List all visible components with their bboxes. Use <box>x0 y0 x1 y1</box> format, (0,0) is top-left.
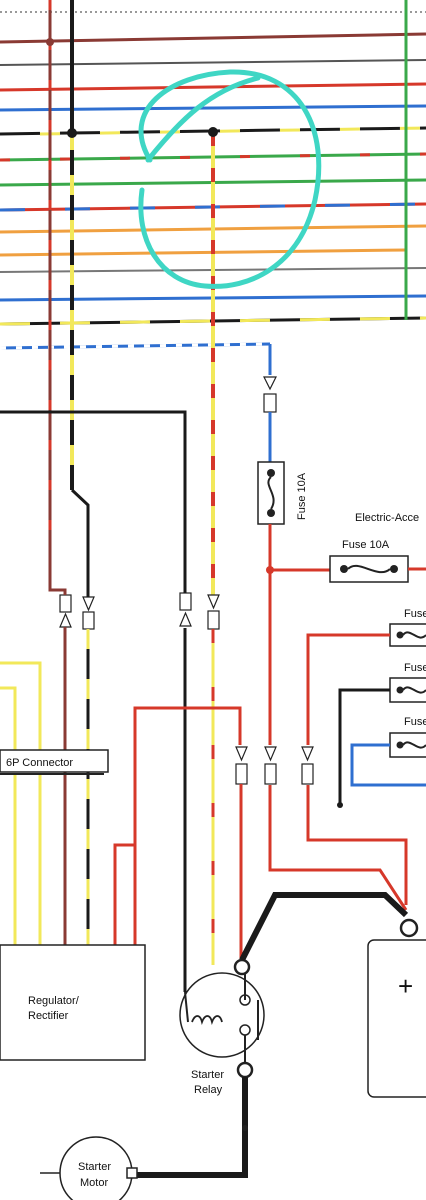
terminal-icon <box>340 565 348 573</box>
battery[interactable]: + <box>367 918 426 1098</box>
terminal-icon <box>399 918 419 938</box>
connector-arrow-icon <box>179 611 192 627</box>
connector-6p[interactable]: 6P Connector <box>0 749 109 775</box>
connector-arrow-icon <box>263 376 277 391</box>
bus-wire-blue <box>0 104 426 112</box>
regulator-body <box>0 944 146 1061</box>
wire-black-left <box>0 410 187 593</box>
connector-arrow-icon <box>264 746 277 762</box>
connector-arrow-icon <box>207 594 220 610</box>
relay-coil-lead <box>184 991 189 1023</box>
junction-dot <box>337 802 343 808</box>
fuse-icon <box>347 564 391 574</box>
wire-fuse-b-feed <box>338 688 390 805</box>
wire-red-to-battery <box>306 785 408 905</box>
cable-relay-to-motor <box>130 1077 248 1178</box>
fuse-accessory-label: Fuse 10A <box>342 539 390 551</box>
fuse-icon <box>267 476 275 510</box>
fuse-accessory[interactable]: Fuse 10A <box>329 539 409 583</box>
coil-icon <box>191 1015 223 1026</box>
bus-wire-gray <box>0 59 426 66</box>
wire-black-yellow-left <box>70 488 90 597</box>
junction-dot <box>67 128 77 138</box>
starter-relay-label-line1: Starter <box>191 1069 224 1081</box>
fuse-b-body <box>389 677 426 703</box>
bus-wire-red <box>0 82 426 92</box>
connector-arrow-icon <box>59 612 72 628</box>
bus-wire-orange-2 <box>0 248 407 257</box>
starter-motor-label-line2: Motor <box>80 1177 108 1189</box>
regulator-rectifier[interactable]: Regulator/ Rectifier <box>0 944 146 1061</box>
highlight-circle <box>138 69 322 289</box>
fuse-c-body <box>389 732 426 758</box>
regulator-label-line2: Rectifier <box>28 1010 69 1022</box>
connectors-lower <box>235 746 314 785</box>
connector-icon <box>207 610 220 630</box>
fuse-a[interactable]: Fuse <box>389 608 426 647</box>
terminal-icon <box>267 509 275 517</box>
terminal-icon <box>267 469 275 477</box>
starter-motor[interactable]: Starter Motor <box>40 1136 138 1200</box>
connector-icon <box>235 763 248 785</box>
fuse-b[interactable]: Fuse <box>389 662 426 703</box>
connector-icon <box>301 763 314 785</box>
bus-wire-black-yellow-2 <box>39 126 426 136</box>
starter-relay-body <box>179 972 265 1058</box>
connector-arrow-icon <box>82 596 95 612</box>
connector-6p-label: 6P Connector <box>6 757 73 769</box>
cable-battery-to-relay <box>239 892 409 962</box>
wire-yellow-left-a <box>0 661 42 750</box>
terminal-icon <box>233 958 251 976</box>
fuse-c[interactable]: Fuse <box>389 716 426 758</box>
battery-body <box>367 939 426 1098</box>
electric-accessory-label: Electric-Acce <box>355 512 419 524</box>
wire-red-loop-left <box>115 843 137 945</box>
terminal-icon <box>396 686 404 694</box>
connector-icon <box>264 763 277 785</box>
fuse-icon <box>402 631 426 639</box>
fuse-a-label: Fuse <box>404 608 426 620</box>
fuse-icon <box>402 686 426 694</box>
wire-brown-left <box>48 560 67 595</box>
junction-dot <box>46 38 54 46</box>
bus-wire-brown <box>0 32 426 44</box>
connector-6p-body <box>0 749 109 773</box>
terminal-icon <box>239 1024 251 1036</box>
regulator-label-line1: Regulator/ <box>28 995 80 1007</box>
battery-plus-label: + <box>398 971 413 1001</box>
bus-wire-blue-white-2 <box>0 342 271 350</box>
wire-fuse-c-feed <box>350 743 426 787</box>
wire-fuse-a-feed <box>306 633 390 745</box>
junction-dot <box>208 127 218 137</box>
vertical-trunks <box>48 0 408 598</box>
terminal-icon <box>396 631 404 639</box>
connector-icon <box>179 592 192 611</box>
starter-motor-tab <box>126 1167 138 1179</box>
terminal-icon <box>236 1061 254 1079</box>
starter-relay-label-line2: Relay <box>194 1084 223 1096</box>
connector-arrow-icon <box>235 746 248 762</box>
connector-icon <box>82 611 95 630</box>
wire-red-loop-top <box>113 706 242 945</box>
wire-red-main-to-battery <box>268 785 408 911</box>
connector-icon <box>263 393 277 413</box>
connectors-mid <box>59 592 220 630</box>
junction-dot <box>242 1125 248 1131</box>
connector-arrow-icon <box>301 746 314 762</box>
connector-icon <box>59 594 72 613</box>
fuse-icon <box>402 741 426 749</box>
fuse-a-body <box>389 623 426 647</box>
fuse-b-label: Fuse <box>404 662 426 674</box>
wire-yellow-left-b <box>0 686 17 750</box>
starter-relay[interactable]: Starter Relay <box>179 958 265 1096</box>
fuse-c-label: Fuse <box>404 716 426 728</box>
starter-motor-label-line1: Starter <box>78 1161 111 1173</box>
terminal-icon <box>396 741 404 749</box>
terminal-icon <box>390 565 398 573</box>
fuse-main-label: Fuse 10A <box>296 472 308 520</box>
fuse-main[interactable]: Fuse 10A <box>257 461 308 525</box>
